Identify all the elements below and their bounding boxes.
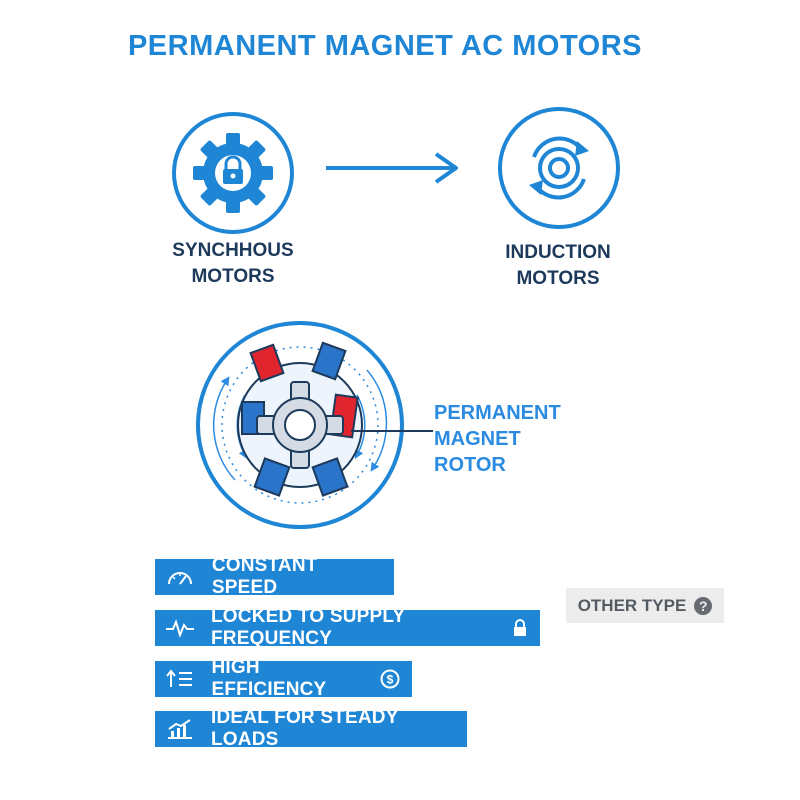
- help-icon[interactable]: ?: [694, 596, 713, 615]
- chart-icon: [165, 718, 195, 740]
- feature-label: IDEAL FOR STEADY LOADS: [211, 707, 399, 750]
- synchronous-motors-label: SYNCHHOUS MOTORS: [133, 238, 333, 290]
- feature-label: CONSTANT SPEED: [211, 555, 318, 598]
- rotor-label: PERMANENT MAGNET ROTOR: [434, 400, 561, 478]
- motor-label-line2: MOTORS: [516, 268, 600, 289]
- gear-lock-icon: [172, 112, 294, 234]
- other-type-badge[interactable]: OTHER TYPE ?: [566, 588, 724, 623]
- motor-label-line2: MOTORS: [191, 266, 275, 287]
- feature-locked-frequency: LOCKED TO SUPPLY FREQUENCY: [155, 606, 540, 649]
- rotor-label-line2: MAGNET: [434, 428, 521, 450]
- waveform-icon: [165, 617, 195, 639]
- feature-constant-speed: CONSTANT SPEED: [155, 555, 394, 598]
- induction-motors-label: INDUCTION MOTORS: [458, 240, 658, 292]
- feature-steady-loads: IDEAL FOR STEADY LOADS: [155, 707, 467, 750]
- right-arrow-icon: [326, 152, 458, 184]
- feature-label: LOCKED TO SUPPLY FREQUENCY: [211, 606, 405, 649]
- motor-label-line1: INDUCTION: [505, 242, 611, 263]
- svg-text:$: $: [387, 673, 394, 687]
- page-title: PERMANENT MAGNET AC MOTORS: [127, 30, 643, 62]
- motor-label-line1: SYNCHHOUS: [172, 240, 294, 261]
- rotor-label-line3: ROTOR: [434, 454, 506, 476]
- feature-label: HIGH EFFICIENCY: [211, 657, 327, 700]
- rotation-icon: [498, 107, 620, 229]
- lock-icon: [512, 619, 528, 637]
- rotor-label-line1: PERMANENT: [434, 402, 561, 424]
- speedometer-icon: [165, 566, 196, 588]
- efficiency-list-icon: [165, 668, 195, 690]
- permanent-magnet-rotor-diagram: [196, 321, 433, 529]
- dollar-icon: $: [380, 669, 400, 689]
- other-type-label: OTHER TYPE: [577, 595, 687, 615]
- feature-high-efficiency: HIGH EFFICIENCY $: [155, 657, 412, 700]
